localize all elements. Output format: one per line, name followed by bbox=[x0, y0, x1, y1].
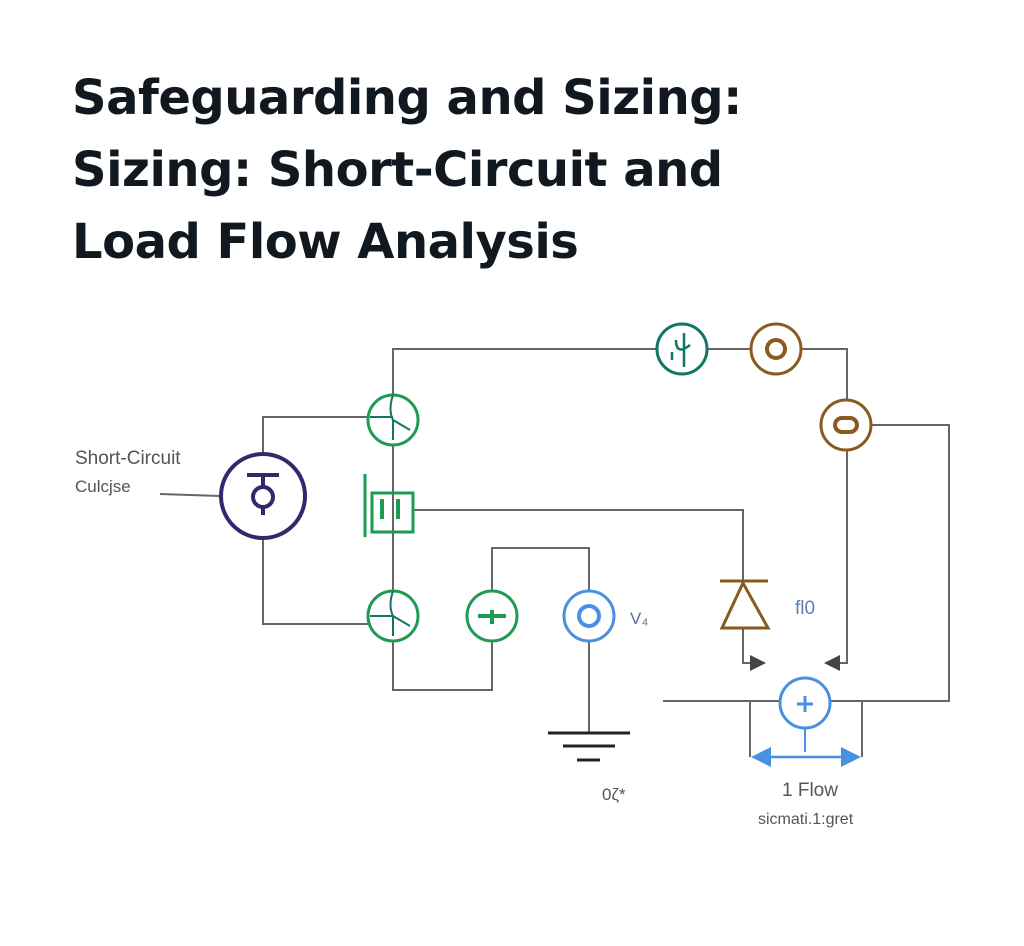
ground-symbol bbox=[548, 731, 630, 762]
wires bbox=[159, 348, 950, 757]
diode bbox=[719, 579, 771, 630]
diode-label: fl0 bbox=[795, 598, 815, 619]
short-circuit-source bbox=[219, 452, 307, 540]
short-circuit-label: Short-Circuit bbox=[75, 448, 181, 469]
voltage-label: V₄ bbox=[630, 609, 648, 628]
flow-label: 1 Flow bbox=[782, 780, 838, 801]
teal-meter bbox=[655, 322, 709, 376]
ground-label: 0ζ* bbox=[602, 785, 626, 804]
flow-sublabel: sicmati.1:gret bbox=[758, 811, 854, 828]
brown-relay-right bbox=[819, 398, 873, 452]
short-circuit-sublabel: Culcjse bbox=[75, 477, 131, 496]
title-line-2: Sizing: Short-Circuit and bbox=[72, 142, 723, 198]
blue-load bbox=[562, 589, 616, 643]
bus-meter bbox=[751, 676, 861, 767]
page-title: Safeguarding and Sizing: Sizing: Short-C… bbox=[72, 62, 742, 278]
title-line-3: Load Flow Analysis bbox=[72, 214, 579, 270]
brown-relay-top bbox=[749, 322, 803, 376]
green-source bbox=[465, 589, 519, 643]
breaker-top bbox=[366, 393, 420, 447]
title-line-1: Safeguarding and Sizing: bbox=[72, 70, 742, 126]
breaker-bottom bbox=[366, 589, 420, 643]
transformer-block bbox=[363, 474, 415, 537]
